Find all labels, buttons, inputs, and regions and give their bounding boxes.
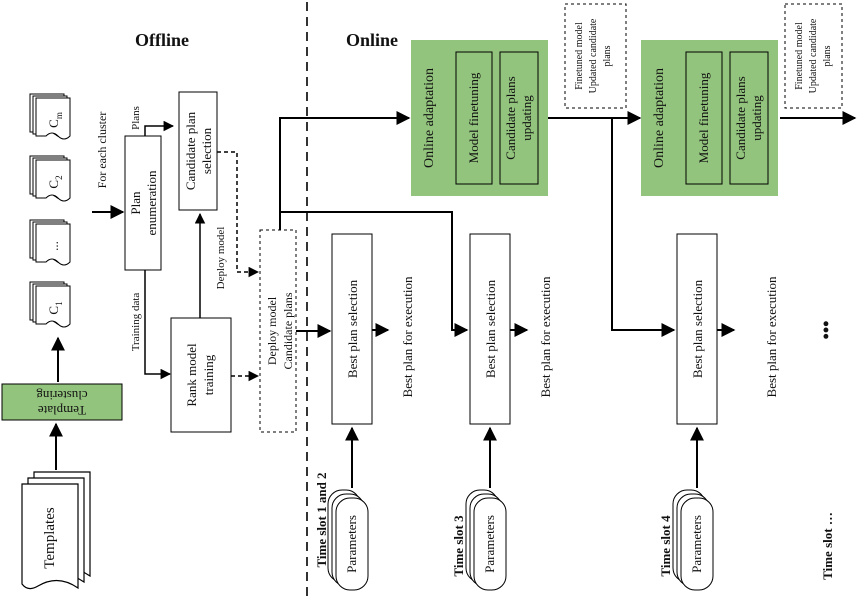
best-plan-selection-label: Best plan selection <box>483 279 498 378</box>
cluster-stack-3: C1 <box>29 281 71 328</box>
finetuned-note-line3: plans <box>822 45 833 66</box>
templates-stack: Templates <box>21 471 91 590</box>
rank-model-training-line2: training <box>201 354 216 395</box>
plan-enumeration-line2: enumeration <box>144 170 159 235</box>
cluster-stack-2: ... <box>29 219 71 266</box>
candidate-plan-selection-line2: selection <box>199 127 214 174</box>
parameters-label: Parameters <box>689 515 704 573</box>
best-plan-columns: Best plan selection Best plan for executi… <box>327 233 779 591</box>
cluster-label-3: C1 <box>46 301 64 314</box>
online-adaptation-label: Online adaptation <box>652 68 667 168</box>
arrow-to-best-plan-2 <box>280 211 469 337</box>
template-clustering-box: Template clustering <box>1 383 123 421</box>
best-plan-execution-label: Best plan for execution <box>538 276 553 397</box>
online-adaptation-box-1: Online adaptation Model finetuning Candida… <box>411 40 548 196</box>
best-plan-selection-label: Best plan selection <box>345 279 360 378</box>
plan-enumeration-line1: Plan <box>128 191 143 215</box>
time-slot-4: Time slot … <box>820 512 835 580</box>
plan-enumeration-box: Plan enumeration <box>124 135 162 271</box>
time-slot-3: Time slot 4 <box>658 515 673 577</box>
arrow-candidate-to-deploy <box>217 151 260 278</box>
cluster-label-0: Cm <box>46 112 64 128</box>
continuation-dots: ••• <box>816 321 836 340</box>
cluster-label-2: ... <box>46 241 61 251</box>
arrow-plans <box>144 120 175 136</box>
best-plan-column-1: Best plan selection Best plan for executi… <box>327 233 415 591</box>
rank-model-training-box: Rank model training <box>170 317 232 433</box>
candidate-plans-updating-line2: updating <box>519 95 534 141</box>
model-finetuning-label: Model finetuning <box>466 72 481 163</box>
online-adaptation-blocks: Online adaptation Model finetuning Candida… <box>411 40 778 196</box>
rank-model-training-line1: Rank model <box>184 343 199 407</box>
deploy-model-candidate-plans-box: Deploy model Candidate plans <box>259 229 297 433</box>
best-plan-column-3: Best plan selection Best plan for executi… <box>672 233 779 591</box>
training-data-label: Training data <box>130 293 142 352</box>
plans-label: Plans <box>130 106 142 130</box>
online-header: Online <box>346 30 398 50</box>
finetuned-note-line3: plans <box>602 45 613 66</box>
arrow-to-online-adaptation-1 <box>279 111 411 230</box>
arrow-oa1-to-best-plan-3 <box>611 118 676 337</box>
templates-label: Templates <box>42 507 58 569</box>
online-adaptation-box-2: Online adaptation Model finetuning Candida… <box>641 40 778 196</box>
cluster-stack-1: C2 <box>29 155 71 202</box>
time-slot-2: Time slot 3 <box>451 515 466 577</box>
best-plan-column-2: Best plan selection Best plan for executi… <box>465 233 553 591</box>
cluster-label-1: C2 <box>46 175 64 188</box>
finetuned-note-line2: Updated candidate <box>808 18 819 93</box>
best-plan-execution-label: Best plan for execution <box>764 276 779 397</box>
online-adaptation-label: Online adaptation <box>422 68 437 168</box>
best-plan-execution-label: Best plan for execution <box>400 276 415 397</box>
candidate-plan-selection-box: Candidate plan selection <box>178 91 218 211</box>
candidate-plans-updating-line1: Candidate plans <box>503 76 518 159</box>
parameters-stack: Parameters <box>672 489 714 591</box>
parameters-stack: Parameters <box>465 489 507 591</box>
template-clustering-line1: Template <box>38 403 86 418</box>
time-slot-labels: Time slot 1 and 2 Time slot 3 Time slot 4 T… <box>314 472 835 579</box>
candidate-plan-selection-line1: Candidate plan <box>183 111 198 190</box>
candidate-plans-updating-line1: Candidate plans <box>733 76 748 159</box>
deploy-model-label: Deploy model <box>215 227 227 290</box>
parameters-stack: Parameters <box>327 489 369 591</box>
time-slot-1: Time slot 1 and 2 <box>314 472 329 567</box>
cluster-stack-0: Cm <box>29 93 71 140</box>
finetuned-note-line2: Updated candidate <box>588 18 599 93</box>
candidate-plans-updating-line2: updating <box>749 95 764 141</box>
best-plan-selection-label: Best plan selection <box>690 279 705 378</box>
deploy-box-line1: Deploy model <box>265 296 279 365</box>
model-finetuning-label: Model finetuning <box>696 72 711 163</box>
finetuned-note-line1: Finetuned model <box>794 22 805 90</box>
finetuned-note-line1: Finetuned model <box>574 22 585 90</box>
offline-header: Offline <box>135 30 189 50</box>
parameters-label: Parameters <box>344 515 359 573</box>
template-clustering-line2: clustering <box>36 388 88 403</box>
parameters-label: Parameters <box>482 515 497 573</box>
arrow-training-data <box>144 270 172 380</box>
deploy-box-line2: Candidate plans <box>281 292 295 369</box>
for-each-cluster-label: For each cluster <box>95 112 109 189</box>
